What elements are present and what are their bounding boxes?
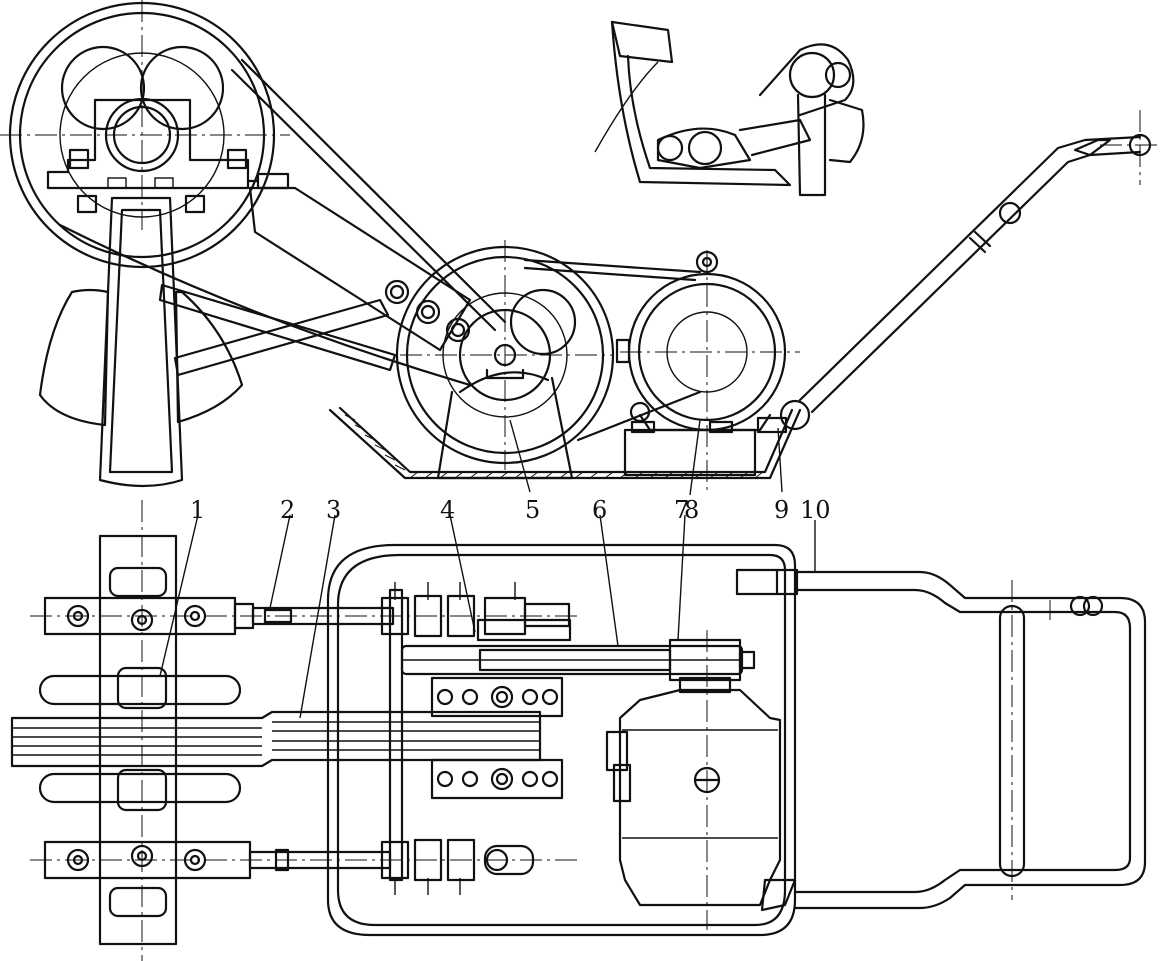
skid-hatching — [409, 471, 764, 479]
rear-frame-plan — [98, 500, 178, 961]
connecting-rods — [248, 606, 395, 872]
handle-side — [798, 110, 1161, 414]
motor — [615, 250, 800, 495]
label-5: 5 — [525, 496, 540, 524]
rear-pulley-wheel — [0, 0, 290, 269]
leader-lines — [159, 419, 816, 719]
bearing-row-upper — [430, 676, 564, 718]
label-4: 4 — [440, 496, 455, 524]
shaft-bar — [388, 588, 404, 882]
belt-bundle — [10, 710, 542, 768]
wheel-rims-plan — [38, 666, 242, 812]
label-6: 6 — [592, 496, 607, 524]
part-labels: 1 2 3 4 5 6 7 8 9 10 — [190, 496, 831, 524]
label-10: 10 — [800, 496, 831, 524]
label-8: 8 — [684, 496, 699, 524]
counterweight-blade — [38, 288, 244, 427]
label-1: 1 — [190, 496, 205, 524]
swing-arm — [158, 186, 472, 377]
label-3: 3 — [326, 496, 341, 524]
perspective-inset — [594, 20, 865, 197]
plan-view — [10, 500, 1147, 961]
side-view — [0, 0, 1161, 495]
handle-plan — [735, 568, 1147, 910]
bearing-bar-top — [30, 596, 580, 636]
flywheel — [395, 240, 615, 470]
clamp-bottom — [380, 838, 535, 895]
bearing-bar-bottom — [30, 840, 580, 880]
bearing-block — [46, 98, 290, 214]
motor-plan — [605, 630, 797, 930]
bearing-row-lower — [430, 758, 564, 800]
label-2: 2 — [280, 496, 295, 524]
clamp-top — [380, 582, 572, 642]
frame-post — [98, 196, 184, 488]
drive-belt-plan — [400, 638, 756, 682]
label-9: 9 — [774, 496, 789, 524]
belt-motor — [523, 258, 702, 442]
label-7: 7 — [674, 496, 689, 524]
